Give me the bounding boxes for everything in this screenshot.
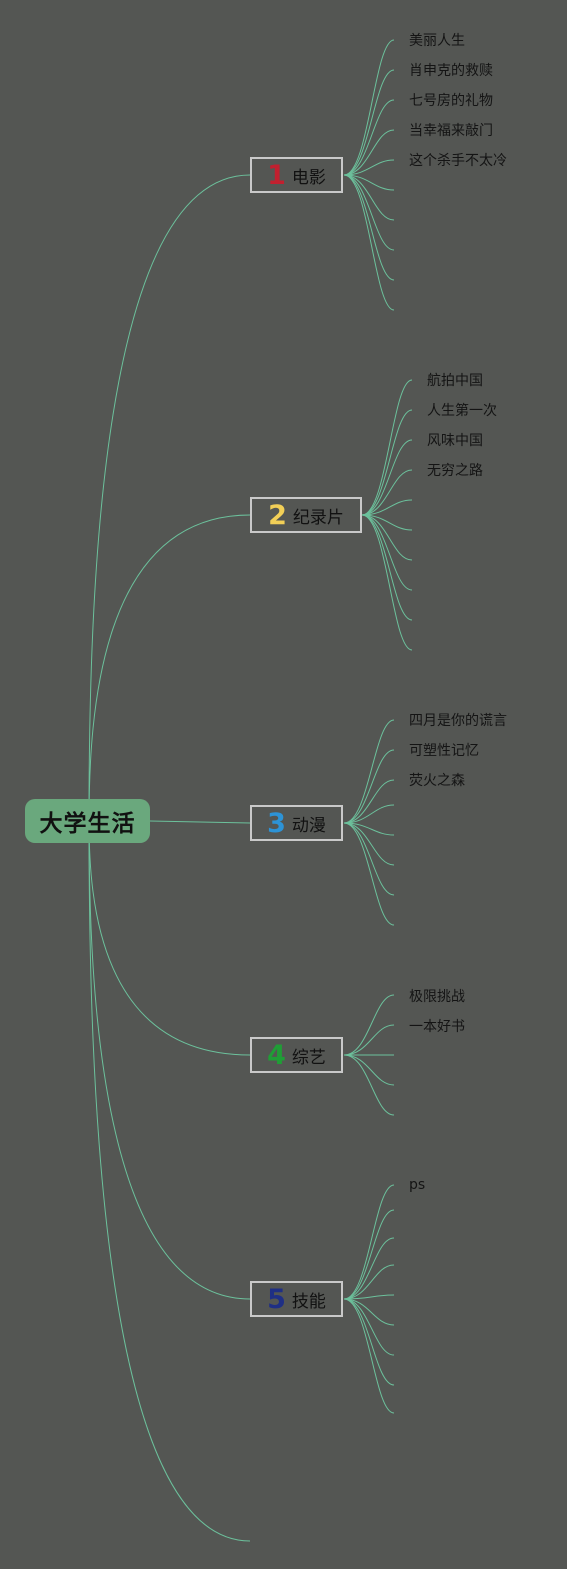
branch-to-leaf-link — [343, 174, 395, 281]
branch-number: 1 — [267, 159, 286, 191]
leaf-item[interactable]: 荧火之森 — [409, 773, 465, 789]
branch-to-leaf-link — [343, 1054, 395, 1086]
leaf-item[interactable]: 无穷之路 — [427, 463, 483, 479]
branch-to-leaf-link — [343, 1298, 395, 1414]
branch-to-leaf-link — [343, 822, 395, 866]
branch-number: 3 — [267, 807, 286, 839]
branch-to-leaf-link — [361, 469, 413, 516]
branch-to-leaf-link — [343, 1209, 395, 1300]
leaf-item[interactable]: 美丽人生 — [409, 33, 465, 49]
branch-to-leaf-link — [343, 39, 395, 176]
branch-label: 综艺 — [291, 1047, 326, 1068]
branch-to-leaf-link — [343, 719, 395, 824]
branch-to-leaf-link — [343, 1024, 395, 1056]
branch-node-documentaries[interactable]: 2 纪录片 — [250, 497, 362, 533]
branch-to-leaf-link — [343, 1294, 395, 1300]
leaf-item[interactable]: 人生第一次 — [427, 403, 497, 419]
branch-node-skills[interactable]: 5 技能 — [250, 1281, 343, 1317]
branch-to-leaf-link — [343, 749, 395, 824]
branch-to-leaf-link — [343, 1264, 395, 1300]
branch-to-leaf-link — [343, 804, 395, 824]
branch-to-leaf-link — [343, 1298, 395, 1356]
branch-to-leaf-link — [361, 514, 413, 621]
branch-to-leaf-link — [343, 69, 395, 176]
branch-to-leaf-link — [361, 379, 413, 516]
branch-to-leaf-link — [361, 409, 413, 516]
branch-node-variety[interactable]: 4 综艺 — [250, 1037, 343, 1073]
branch-label: 纪录片 — [292, 507, 344, 528]
branch-label: 技能 — [291, 1291, 326, 1312]
branch-to-leaf-link — [343, 174, 395, 221]
leaf-item[interactable]: 风味中国 — [427, 433, 483, 449]
root-label: 大学生活 — [39, 811, 136, 837]
branch-to-leaf-link — [361, 514, 413, 591]
branch-to-leaf-link — [361, 439, 413, 516]
branch-to-leaf-link — [343, 174, 395, 251]
leaf-item[interactable]: 航拍中国 — [427, 373, 483, 389]
branch-number: 2 — [268, 499, 287, 531]
branch-to-leaf-link — [343, 822, 395, 926]
branch-to-leaf-link — [343, 159, 395, 176]
branch-to-leaf-link — [361, 514, 413, 651]
branch-to-leaf-link — [343, 129, 395, 176]
branch-label: 电影 — [291, 167, 326, 188]
root-extra-link — [88, 820, 251, 1542]
root-to-branch-link — [149, 820, 251, 824]
leaf-item[interactable]: 一本好书 — [409, 1019, 465, 1035]
branch-to-leaf-link — [361, 514, 413, 561]
root-to-branch-link — [88, 820, 251, 1056]
root-to-branch-link — [88, 514, 251, 822]
leaf-item[interactable]: 这个杀手不太冷 — [409, 153, 507, 169]
branch-label: 动漫 — [291, 815, 326, 836]
leaf-item[interactable]: 可塑性记忆 — [409, 743, 479, 759]
branch-to-leaf-link — [343, 1298, 395, 1386]
leaf-item[interactable]: ps — [409, 1177, 426, 1193]
branch-number: 5 — [267, 1283, 286, 1315]
root-node[interactable]: 大学生活 — [25, 799, 150, 843]
branch-to-leaf-link — [361, 499, 413, 516]
branch-to-leaf-link — [343, 822, 395, 896]
branch-to-leaf-link — [343, 994, 395, 1056]
branch-to-leaf-link — [343, 779, 395, 824]
branch-to-leaf-link — [343, 174, 395, 311]
leaf-item[interactable]: 肖申克的救赎 — [409, 63, 493, 79]
branch-to-leaf-link — [343, 1054, 395, 1116]
branch-to-leaf-link — [343, 1237, 395, 1300]
root-to-branch-link — [88, 174, 251, 822]
branch-node-movies[interactable]: 1 电影 — [250, 157, 343, 193]
branch-to-leaf-link — [343, 1298, 395, 1326]
branch-node-anime[interactable]: 3 动漫 — [250, 805, 343, 841]
leaf-item[interactable]: 七号房的礼物 — [409, 93, 493, 109]
leaf-item[interactable]: 极限挑战 — [409, 989, 465, 1005]
branch-to-leaf-link — [343, 99, 395, 176]
leaf-item[interactable]: 当幸福来敲门 — [409, 123, 493, 139]
branch-to-leaf-link — [343, 1184, 395, 1300]
root-to-branch-link — [88, 820, 251, 1300]
leaf-item[interactable]: 四月是你的谎言 — [409, 713, 507, 729]
branch-number: 4 — [267, 1039, 286, 1071]
